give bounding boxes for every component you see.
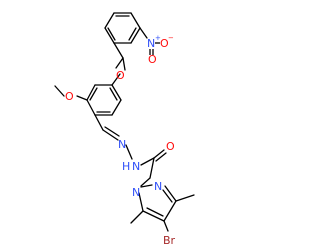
nitro-minus-charge: −: [168, 34, 174, 42]
bond: [54, 85, 65, 97]
bond: [113, 42, 124, 59]
bond: [111, 84, 122, 101]
bond: [149, 157, 155, 179]
bond: [86, 99, 96, 116]
bond: [115, 57, 124, 69]
bond: [153, 149, 165, 159]
bond: [128, 27, 137, 41]
bond: [140, 184, 153, 188]
bond: [163, 200, 177, 222]
ester-oxygen-label: O: [116, 69, 125, 82]
bromine-label: Br: [163, 234, 176, 247]
bond: [104, 126, 120, 137]
bond: [86, 84, 96, 101]
bond: [162, 189, 173, 203]
bond: [140, 177, 151, 187]
bond: [109, 87, 118, 101]
bond: [140, 157, 155, 166]
bond: [102, 129, 119, 141]
bond: [130, 210, 144, 224]
bond: [76, 95, 88, 101]
bond: [138, 192, 144, 212]
amide-hydrogen-label: H: [122, 160, 130, 173]
pyrazole-n1-label: N: [132, 186, 140, 199]
methoxy-oxygen-label: O: [65, 90, 74, 103]
bond: [155, 152, 167, 162]
bond: [122, 57, 126, 71]
nitro-plus-charge: +: [155, 34, 161, 42]
nitro-nitrogen-label: N: [147, 37, 155, 50]
bond: [130, 12, 141, 29]
bond: [104, 27, 115, 44]
bond: [142, 210, 165, 222]
bond: [139, 27, 148, 39]
bond: [130, 27, 141, 44]
bond: [111, 99, 122, 116]
bond: [89, 87, 98, 101]
bond: [111, 73, 121, 86]
amide-oxygen-label: O: [166, 140, 175, 153]
molecule-structure: N + O − O O O O N N H O N N Br: [54, 12, 195, 247]
bond: [163, 220, 169, 232]
amide-nitrogen-label: N: [132, 160, 140, 173]
imine-nitrogen-label: N: [118, 138, 126, 151]
nitro-oxygen-bottom-label: O: [148, 53, 157, 66]
bond: [175, 194, 195, 202]
bond: [107, 27, 116, 41]
bond: [94, 114, 104, 131]
bond: [104, 12, 115, 29]
bond: [164, 185, 177, 202]
bond: [146, 207, 164, 217]
nitro-oxygen-top-label: O: [160, 37, 169, 50]
bond: [125, 144, 133, 160]
pyrazole-n2-label: N: [154, 180, 162, 193]
bonds: [54, 12, 195, 232]
